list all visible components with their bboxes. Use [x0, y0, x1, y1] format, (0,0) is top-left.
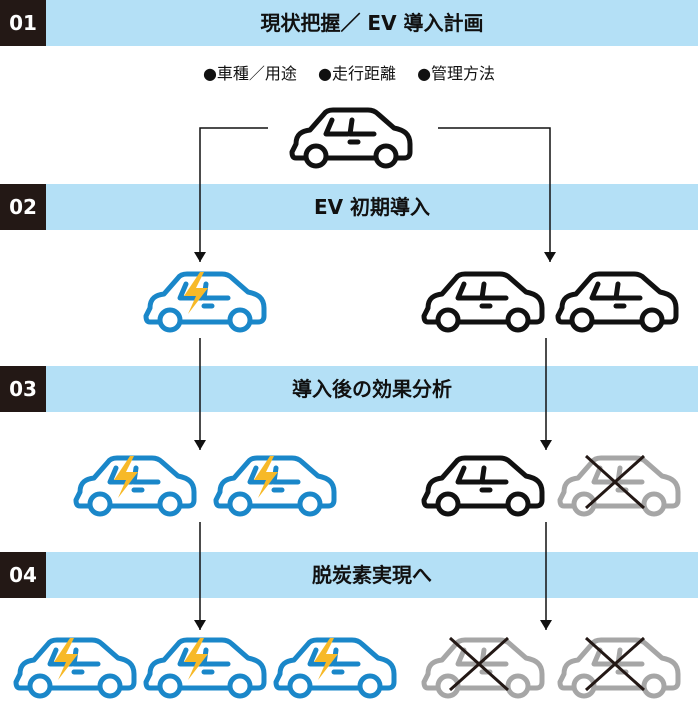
step-title: 脱炭素実現へ	[312, 563, 432, 587]
car-retired-icon	[424, 636, 542, 696]
step-03-band: 03 導入後の効果分析	[0, 366, 698, 412]
step-04-band: 04 脱炭素実現へ	[0, 552, 698, 598]
survey-items: ●車種／用途 ●走行距離 ●管理方法	[0, 60, 698, 84]
survey-item-mileage: ●走行距離	[318, 64, 396, 83]
car-ev-icon	[146, 272, 264, 330]
arrow-gas-stage3	[540, 338, 552, 450]
step-number: 02	[0, 184, 46, 230]
car-ev-icon	[76, 456, 194, 514]
cross-mark-icon	[584, 454, 646, 510]
arrow-gas-stage4	[540, 522, 552, 630]
step-number: 04	[0, 552, 46, 598]
step-01-band: 01 現状把握／ EV 導入計画	[0, 0, 698, 46]
step-title: 導入後の効果分析	[292, 377, 452, 401]
car-ev-icon	[146, 638, 264, 696]
survey-item-vehicle-type: ●車種／用途	[202, 64, 297, 83]
car-gas-icon	[424, 458, 542, 514]
arrow-to-ev	[194, 127, 268, 262]
arrow-ev-stage3	[194, 338, 206, 450]
car-gas-icon	[558, 274, 676, 330]
step-number: 01	[0, 0, 46, 46]
step-number: 03	[0, 366, 46, 412]
car-gas-icon	[424, 274, 542, 330]
step-title: EV 初期導入	[313, 195, 431, 219]
survey-item-management: ●管理方法	[417, 64, 496, 83]
cross-mark-icon	[448, 636, 510, 692]
arrow-to-gas	[438, 127, 556, 262]
car-ev-icon	[216, 456, 334, 514]
car-retired-icon	[560, 454, 678, 514]
car-ev-icon	[276, 638, 394, 696]
car-current-icon	[292, 110, 410, 166]
car-ev-icon	[16, 638, 134, 696]
car-retired-icon	[560, 636, 678, 696]
cross-mark-icon	[584, 636, 646, 692]
step-02-band: 02 EV 初期導入	[0, 184, 698, 230]
step-title: 現状把握／ EV 導入計画	[260, 11, 484, 35]
arrow-ev-stage4	[194, 522, 206, 630]
